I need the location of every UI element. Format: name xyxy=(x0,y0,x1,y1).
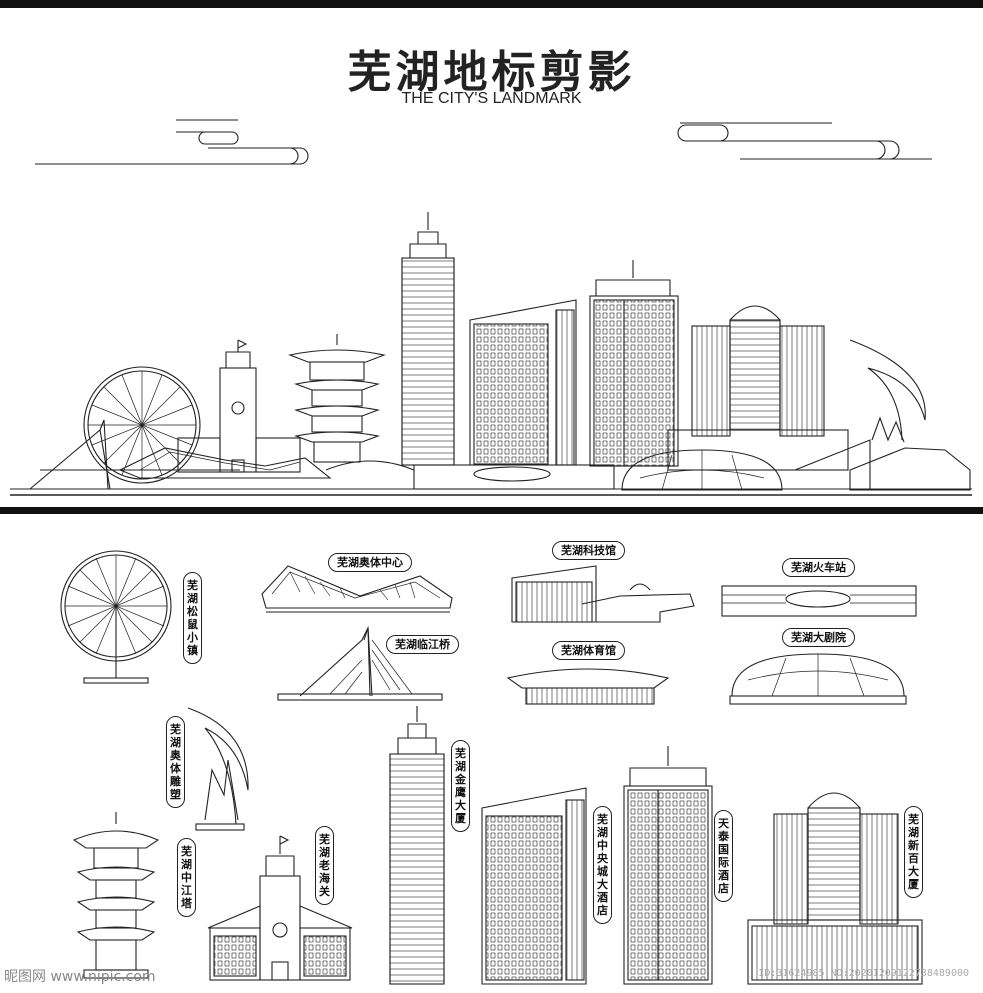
skyline-jinying-tower xyxy=(401,212,455,466)
skyline-central-hotel xyxy=(469,299,577,466)
olympic-center-icon xyxy=(261,565,453,613)
ferris-wheel-icon xyxy=(60,550,172,684)
page-title: 芜湖地标剪影 xyxy=(347,47,636,98)
label-aoti-sculpture: 芜湖奥体雕塑 xyxy=(166,716,185,808)
label-jinying-tower: 芜湖金鹰大厦 xyxy=(451,740,470,832)
central-hotel-icon xyxy=(481,787,587,985)
label-tiantai-hotel: 天泰国际酒店 xyxy=(714,810,733,902)
divider-bar xyxy=(0,507,983,514)
watermark-left: 昵图网 www.nipic.com xyxy=(4,969,156,985)
skyline-ferris-wheel xyxy=(83,366,201,484)
label-old-customs: 芜湖老海关 xyxy=(315,826,334,905)
science-museum-icon xyxy=(511,565,695,623)
pagoda-icon xyxy=(72,812,160,979)
old-customs-icon xyxy=(207,835,353,981)
label-linjiang-bridge: 芜湖临江桥 xyxy=(386,635,459,654)
page-subtitle: THE CITY'S LANDMARK xyxy=(401,90,582,107)
watermark-right: ID:31624985 NO:20201209122738489000 xyxy=(758,968,969,979)
skyline-pagoda xyxy=(288,334,386,463)
xinbai-tower-icon xyxy=(747,792,923,985)
tiantai-hotel-icon xyxy=(623,746,713,985)
skyline-xinbai-tower xyxy=(667,305,849,471)
label-grand-theatre: 芜湖大剧院 xyxy=(782,628,855,647)
jinying-tower-icon xyxy=(389,706,445,985)
gymnasium-icon xyxy=(506,668,670,705)
skyline-grand-theatre xyxy=(621,449,783,491)
label-central-hotel: 芜湖中央城大酒店 xyxy=(593,806,612,924)
label-science-museum: 芜湖科技馆 xyxy=(552,541,625,560)
linjiang-bridge-icon xyxy=(277,625,443,701)
skyline-old-customs xyxy=(177,339,301,473)
label-train-station: 芜湖火车站 xyxy=(782,558,855,577)
label-zhongjiang-pagoda: 芜湖中江塔 xyxy=(177,838,196,917)
grand-theatre-icon xyxy=(729,653,907,705)
skyline-tiantai-hotel xyxy=(589,260,679,467)
cloud-right xyxy=(677,122,932,160)
train-station-icon xyxy=(721,585,917,617)
label-aoti-center: 芜湖奥体中心 xyxy=(328,553,412,572)
top-bar xyxy=(0,0,983,8)
label-xinbai-tower: 芜湖新百大厦 xyxy=(904,806,923,898)
label-gymnasium: 芜湖体育馆 xyxy=(552,641,625,660)
sculpture-icon xyxy=(187,707,249,831)
label-songshu: 芜湖松鼠小镇 xyxy=(183,572,202,664)
skyline xyxy=(10,212,972,496)
skyline-sculpture xyxy=(849,339,926,443)
cloud-left xyxy=(35,119,309,165)
